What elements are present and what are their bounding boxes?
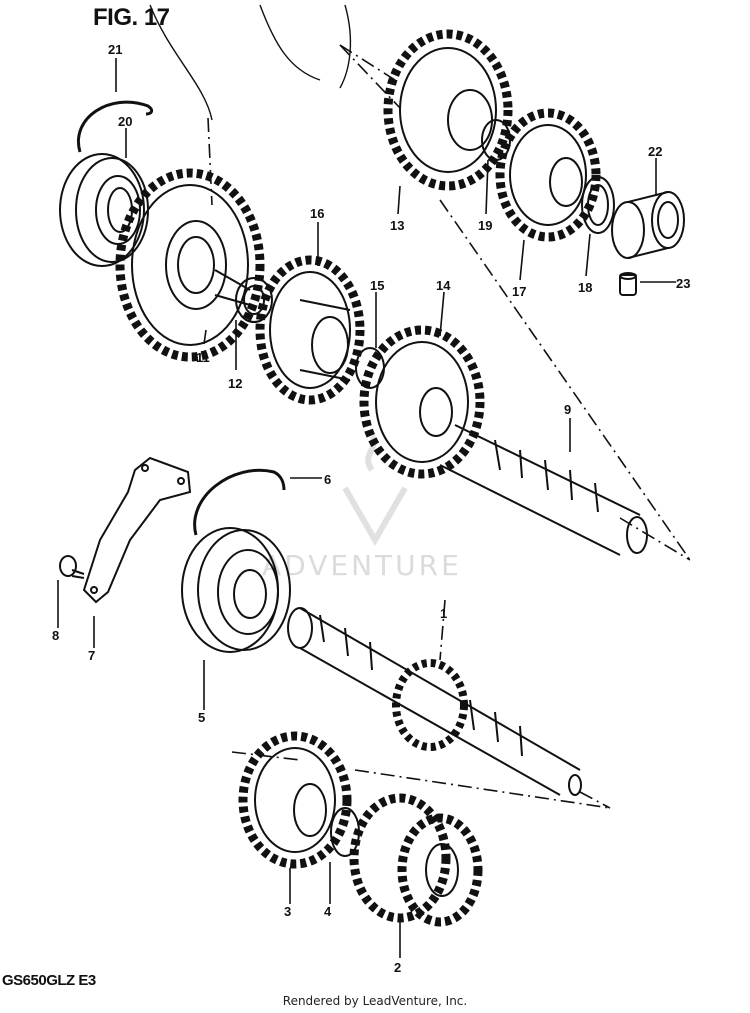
part-11-gear [115, 168, 265, 362]
callout-6: 6 [324, 472, 331, 487]
callout-23: 23 [676, 276, 690, 291]
part-22-bearing [611, 191, 685, 259]
rendered-by-credit: Rendered by LeadVenture, Inc. [282, 994, 468, 1008]
part-17-gear [495, 108, 601, 242]
part-12-washer [235, 277, 273, 323]
callout-19: 19 [478, 218, 492, 233]
watermark: ADVENTURE [262, 549, 462, 582]
callout-2: 2 [394, 960, 401, 975]
callout-4: 4 [324, 904, 332, 919]
part-5-bearing [181, 527, 291, 653]
part-1-shaft [287, 607, 582, 796]
model-code: GS650GLZ E3 [2, 972, 96, 989]
callout-8: 8 [52, 628, 59, 643]
part-8-screw [59, 555, 85, 579]
callout-22: 22 [648, 144, 662, 159]
leader-lines [57, 58, 676, 958]
callout-5: 5 [198, 710, 205, 725]
callout-7: 7 [88, 648, 95, 663]
callout-1: 1 [440, 606, 447, 621]
part-2-gear [349, 793, 483, 927]
callout-12: 12 [228, 376, 242, 391]
callout-13: 13 [390, 218, 404, 233]
callout-20: 20 [118, 114, 132, 129]
part-23-pin [619, 272, 637, 296]
callout-21: 21 [108, 42, 122, 57]
part-14-gear [359, 325, 485, 479]
callout-17: 17 [512, 284, 526, 299]
part-7-retainer [82, 456, 192, 604]
figure-title: FIG. 17 [93, 4, 170, 31]
callout-3: 3 [284, 904, 291, 919]
part-9-shaft [439, 424, 648, 556]
part-13-gear [383, 29, 513, 191]
part-16-gear [255, 255, 365, 405]
callout-labels: 21 20 11 12 16 15 14 9 13 19 17 18 22 23… [52, 42, 690, 975]
part-18-washer [581, 176, 615, 234]
part-21-circlip [77, 100, 154, 153]
callout-11: 11 [196, 350, 210, 365]
callout-16: 16 [310, 206, 324, 221]
part-6-circlip [193, 468, 286, 536]
part-3-gear [238, 731, 352, 869]
callout-14: 14 [436, 278, 451, 293]
callout-15: 15 [370, 278, 384, 293]
callout-9: 9 [564, 402, 571, 417]
callout-18: 18 [578, 280, 592, 295]
